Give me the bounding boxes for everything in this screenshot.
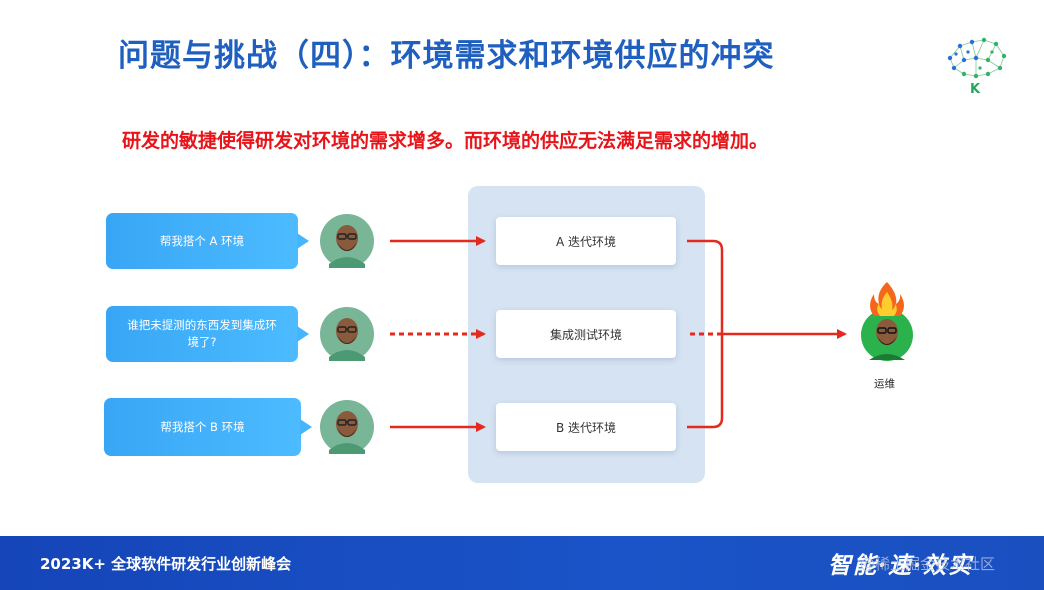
fire-icon (870, 282, 904, 316)
developer-avatar-icon (320, 307, 374, 361)
request-text-b: 帮我搭个 B 环境 (160, 419, 245, 434)
footer-bar: 2023K+ 全球软件研发行业创新峰会 智能·速·效实 @稀土掘金技术社区 (0, 536, 1044, 590)
brain-network-logo-icon (947, 37, 1007, 79)
env-box-a: A 迭代环境 (496, 217, 676, 265)
ops-avatar-icon (861, 282, 913, 361)
footer-slogan: 智能·速·效实 (828, 552, 974, 579)
request-bubble-integration: 谁把未提测的东西发到集成环境了? (106, 306, 309, 362)
slide-title: 问题与挑战（四）：环境需求和环境供应的冲突 (118, 38, 775, 74)
request-text-integration: 谁把未提测的东西发到集成环境了? (127, 318, 277, 349)
request-bubble-a: 帮我搭个 A 环境 (106, 213, 309, 269)
watermark: @稀土掘金技术社区 (860, 555, 996, 573)
env-box-b: B 迭代环境 (496, 403, 676, 451)
slide-subtitle: 研发的敏捷使得研发对环境的需求增多。而环境的供应无法满足需求的增加。 (122, 130, 769, 152)
request-text-a: 帮我搭个 A 环境 (159, 233, 245, 248)
ops-label: 运维 (874, 378, 895, 390)
request-bubble-b: 帮我搭个 B 环境 (104, 398, 312, 456)
footer-event-name: 2023K+ 全球软件研发行业创新峰会 (40, 555, 292, 573)
developer-avatar-icon (320, 400, 374, 454)
logo-letter: K (970, 82, 981, 97)
env-box-integration: 集成测试环境 (496, 310, 676, 358)
developer-avatar-icon (320, 214, 374, 268)
